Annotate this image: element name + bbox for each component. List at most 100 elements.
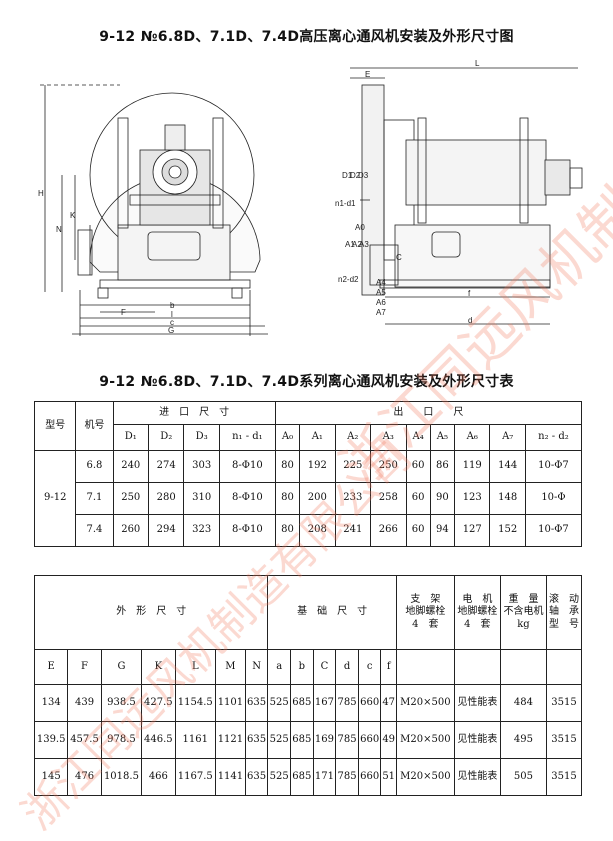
header-size: 机号	[75, 401, 114, 451]
cell: 1161	[174, 721, 217, 759]
dim-label-e: E	[365, 70, 370, 79]
cell: 167	[312, 684, 337, 722]
cell: 80	[274, 482, 301, 515]
cell: 119	[453, 450, 491, 483]
header-bracket-bolts: 支 架 地脚螺栓 4 套	[395, 575, 455, 650]
drawing-title: 9-12 №6.8D、7.1D、7.4D高压离心通风机安装及外形尺寸图	[99, 29, 514, 45]
col-header: A₀	[274, 424, 301, 451]
dim-label-k: K	[70, 211, 76, 220]
header-line: 型 号	[549, 618, 580, 630]
cell: 258	[370, 482, 407, 515]
dim-label-a6: A6	[376, 298, 386, 307]
cell: 见性能表	[453, 721, 501, 759]
cell: 171	[312, 758, 337, 796]
col-header: A₇	[489, 424, 526, 451]
cell: 80	[274, 514, 301, 547]
cell: 685	[290, 684, 314, 722]
cell: 260	[112, 514, 149, 547]
cell: 525	[267, 758, 292, 796]
cell: 250	[370, 450, 407, 483]
col-header: G	[100, 649, 143, 685]
front-view	[40, 84, 268, 336]
dim-label-n: N	[56, 225, 62, 234]
dim-label-a7: A7	[376, 308, 386, 317]
empty-cell	[453, 649, 501, 685]
cell: 525	[267, 721, 292, 759]
header-inlet: 进 口 尺 寸	[112, 401, 276, 425]
cell: 266	[370, 514, 407, 547]
empty-cell	[395, 649, 455, 685]
col-header: A₆	[453, 424, 491, 451]
dim-label-b: b	[170, 301, 175, 310]
cell: 8-Φ10	[218, 514, 276, 547]
cell: M20×500	[395, 758, 455, 796]
dim-label-d-side: d	[468, 316, 472, 325]
header-weight: 重 量 不含电机 kg	[499, 575, 548, 650]
cell: 3515	[546, 721, 582, 759]
cell: 233	[334, 482, 372, 515]
cell: 1167.5	[174, 758, 217, 796]
cell: 938.5	[100, 684, 143, 722]
col-header: L	[174, 649, 217, 685]
col-header: b	[290, 649, 314, 685]
cell: 60	[405, 482, 431, 515]
cell: 274	[147, 450, 185, 483]
cell: 660	[357, 758, 382, 796]
cell: M20×500	[395, 721, 455, 759]
col-header: n₁ - d₁	[218, 424, 276, 451]
table-row: 134 439 938.5 427.5 1154.5 1101 635 525 …	[33, 684, 582, 722]
cell: 148	[489, 482, 526, 515]
cell: 169	[312, 721, 337, 759]
header-outlet: 出 口 尺	[274, 401, 583, 425]
dim-label-l: l	[171, 310, 173, 319]
header-line: 支 架	[410, 593, 441, 605]
cell: 47	[380, 684, 397, 722]
dim-label-f-side: f	[468, 289, 471, 298]
cell: 476	[67, 758, 102, 796]
dim-label-c-side: C	[396, 253, 402, 262]
cell: 660	[357, 684, 382, 722]
cell: 10-Φ7	[524, 450, 583, 483]
cell: 685	[290, 721, 314, 759]
col-header: A₃	[370, 424, 407, 451]
cell: 10-Φ	[524, 482, 583, 515]
cell: 60	[405, 514, 431, 547]
cell: 495	[499, 721, 548, 759]
cell: 见性能表	[453, 684, 501, 722]
col-header: E	[33, 649, 69, 685]
cell: 303	[183, 450, 220, 483]
dim-label-a3: A3	[359, 240, 369, 249]
cell: 439	[67, 684, 102, 722]
col-header: c	[357, 649, 382, 685]
cell: 7.1	[75, 482, 114, 515]
col-header: N	[244, 649, 269, 685]
outline-foundation-table: 外 形 尺 寸 基 础 尺 寸 支 架 地脚螺栓 4 套 电 机 地脚螺栓 4 …	[33, 575, 582, 796]
cell: 123	[453, 482, 491, 515]
cell: 8-Φ10	[218, 450, 276, 483]
dim-label-a2: A2	[352, 240, 362, 249]
table-row: 145 476 1018.5 466 1167.5 1141 635 525 6…	[33, 758, 582, 796]
cell: 80	[274, 450, 301, 483]
cell: 208	[299, 514, 336, 547]
dimension-labels: H N K F b l c G E L D1 D2 D3 n1-d1 A0 A1…	[38, 59, 480, 335]
cell: 466	[141, 758, 176, 796]
cell: 978.5	[100, 721, 143, 759]
cell: 785	[335, 721, 359, 759]
cell: 280	[147, 482, 185, 515]
cell: 635	[244, 721, 269, 759]
cell: 310	[183, 482, 220, 515]
col-header: M	[215, 649, 246, 685]
model-cell: 9-12	[33, 450, 77, 547]
cell: 86	[429, 450, 456, 483]
dim-label-d2: D2	[350, 171, 361, 180]
cell: 200	[299, 482, 336, 515]
cell: 192	[299, 450, 336, 483]
table-row: 7.1 250 280 310 8-Φ10 80 200 233 258 60 …	[35, 482, 583, 515]
dim-label-n1d1: n1-d1	[335, 199, 356, 208]
cell: 484	[499, 684, 548, 722]
header-line: 滚 动	[549, 593, 580, 605]
dim-label-a0: A0	[355, 223, 365, 232]
cell: 10-Φ7	[524, 514, 583, 547]
cell: 3515	[546, 684, 582, 722]
dim-label-a1: A1	[345, 240, 355, 249]
